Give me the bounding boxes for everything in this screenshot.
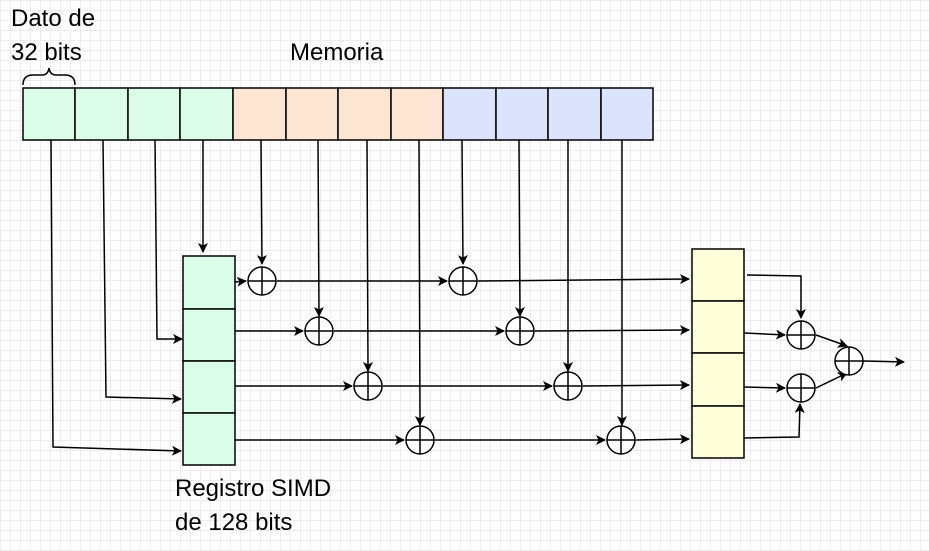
res-cell-3 — [691, 352, 745, 407]
result-register — [691, 248, 745, 459]
dato-label-line2: 32 bits — [11, 39, 82, 66]
reduction-connectors — [743, 274, 905, 439]
adder-icon — [553, 371, 583, 401]
registro-label-line2: de 128 bits — [175, 509, 293, 536]
mem-cell-o1 — [232, 87, 287, 141]
adder-icon — [304, 316, 334, 346]
mem-cell-b1 — [442, 87, 497, 141]
operand-connectors — [256, 139, 627, 426]
mem-cell-b4 — [600, 87, 654, 141]
adder-icon — [505, 316, 535, 346]
adder-icon — [834, 346, 864, 376]
adder-icon — [606, 425, 636, 455]
load-connectors — [50, 139, 208, 456]
adders — [247, 266, 864, 455]
simd-register — [182, 255, 236, 466]
adder-icon — [353, 371, 383, 401]
res-cell-4 — [691, 405, 745, 459]
mem-cell-g1 — [22, 87, 76, 141]
mem-cell-o4 — [390, 87, 444, 141]
adder-icon — [448, 266, 478, 296]
res-cell-1 — [691, 248, 745, 302]
adder-icon — [247, 266, 277, 296]
mem-cell-o2 — [285, 87, 339, 141]
adder-icon — [786, 320, 816, 350]
mem-cell-b2 — [495, 87, 549, 141]
adder-icon — [405, 425, 435, 455]
reg-cell-3 — [182, 360, 236, 414]
memory-row — [22, 87, 654, 141]
mem-cell-g2 — [74, 87, 129, 141]
reg-cell-2 — [182, 308, 236, 362]
mem-cell-o3 — [337, 87, 392, 141]
brace-icon — [22, 67, 76, 86]
mem-cell-g3 — [127, 87, 181, 141]
lane-connectors — [234, 274, 690, 445]
res-cell-2 — [691, 300, 745, 354]
dato-label-line1: Dato de — [11, 5, 96, 32]
memoria-label: Memoria — [290, 39, 384, 66]
reg-cell-4 — [182, 412, 236, 466]
reg-cell-1 — [182, 255, 236, 310]
adder-icon — [786, 373, 816, 403]
registro-label-line1: Registro SIMD — [175, 475, 332, 502]
mem-cell-b3 — [547, 87, 602, 141]
mem-cell-g4 — [179, 87, 234, 141]
